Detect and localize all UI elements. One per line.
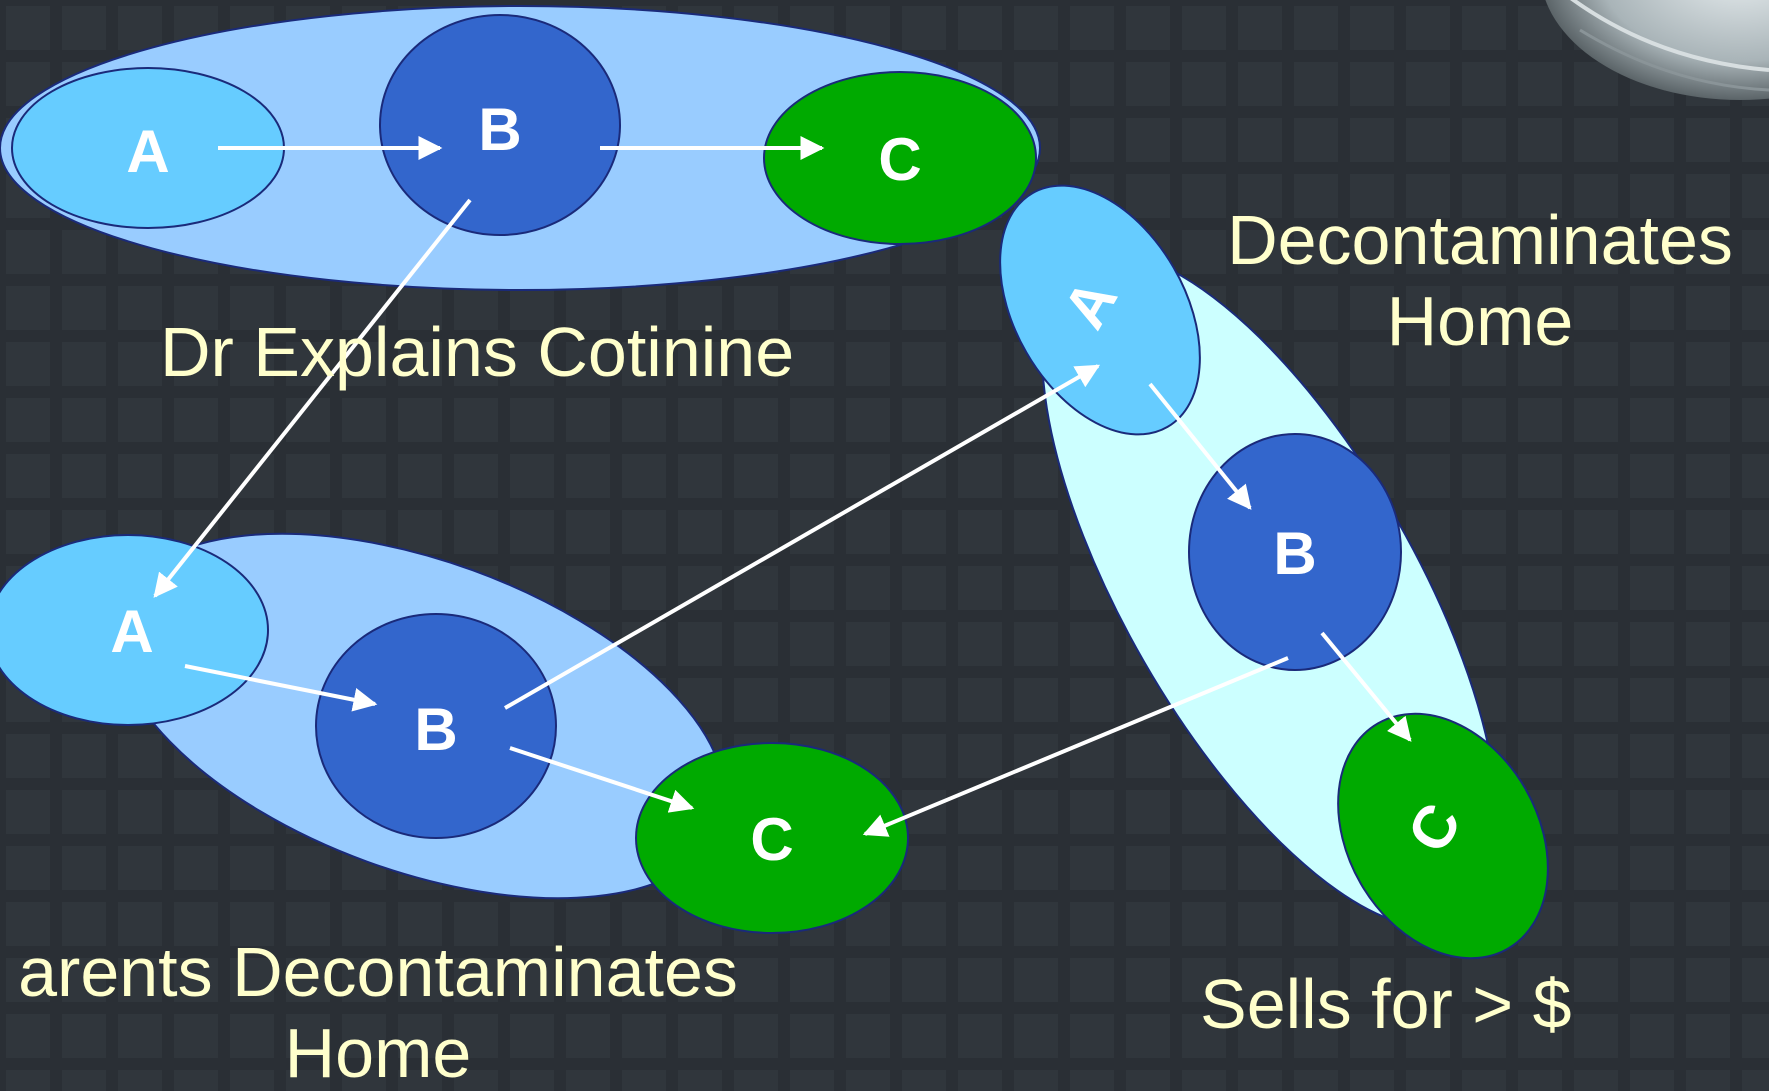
arrow-right-b-to-bottom-c xyxy=(862,656,1289,837)
arrow-top-b-to-bottom-a xyxy=(153,198,472,598)
arrow-bottom-b-to-right-a xyxy=(504,364,1101,710)
node-bottom-c-label: C xyxy=(750,806,793,873)
node-bottom-a-label: A xyxy=(110,598,153,665)
disco-ball-icon xyxy=(1545,0,1769,100)
caption-right-group: Decontaminates Home xyxy=(1210,200,1750,361)
node-bottom-a: A xyxy=(0,534,269,726)
node-right-c: C xyxy=(1337,712,1549,960)
arrow-bottom-b-to-c xyxy=(509,746,695,813)
caption-bottom-line2: Home xyxy=(284,1013,472,1091)
caption-bottom-group: arents Decontaminates Home xyxy=(0,932,768,1091)
arrow-bottom-a-to-b xyxy=(184,664,378,712)
group-top: A B C xyxy=(0,5,1041,291)
node-bottom-c: C xyxy=(635,742,909,934)
caption-sells: Sells for > $ xyxy=(1200,965,1572,1043)
arrow-right-b-to-c xyxy=(1320,631,1412,742)
node-top-c-label: C xyxy=(878,126,921,193)
node-top-c: C xyxy=(763,71,1037,245)
node-top-b: B xyxy=(379,14,621,236)
caption-right-line1: Decontaminates xyxy=(1227,201,1733,279)
arrow-right-a-to-b xyxy=(1148,382,1252,510)
node-bottom-b: B xyxy=(315,613,557,839)
caption-right-line2: Home xyxy=(1386,281,1574,360)
node-right-b-label: B xyxy=(1273,520,1316,587)
group-bottom: A B C xyxy=(0,532,909,934)
node-top-b-label: B xyxy=(478,96,521,163)
node-right-a: A xyxy=(999,184,1201,436)
node-bottom-b-label: B xyxy=(414,696,457,763)
node-top-a-label: A xyxy=(126,118,169,185)
caption-bottom-line1: arents Decontaminates xyxy=(18,933,738,1011)
arrows xyxy=(153,136,1412,837)
caption-top-group: Dr Explains Cotinine xyxy=(160,313,795,391)
